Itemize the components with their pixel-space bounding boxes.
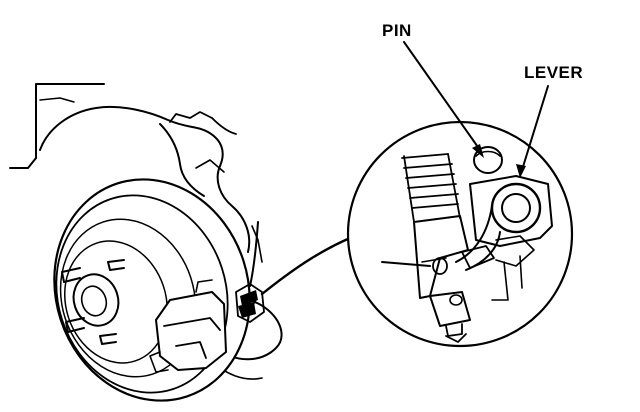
cable-boot (401, 153, 461, 223)
brake-disc (53, 178, 251, 402)
cable-adjuster (429, 291, 471, 343)
detail-view (346, 120, 574, 348)
pin-leader (403, 41, 484, 158)
wheel-studs (61, 259, 125, 345)
pin-label: PIN (382, 21, 412, 40)
suspension-assembly (9, 83, 283, 380)
brake-caliper (149, 279, 227, 373)
lever-leader (516, 85, 549, 178)
detail-leader (260, 236, 352, 296)
brake-cable (249, 221, 259, 287)
bolt-icon (432, 257, 448, 275)
lever (455, 175, 553, 301)
lever-label: LEVER (524, 63, 583, 82)
